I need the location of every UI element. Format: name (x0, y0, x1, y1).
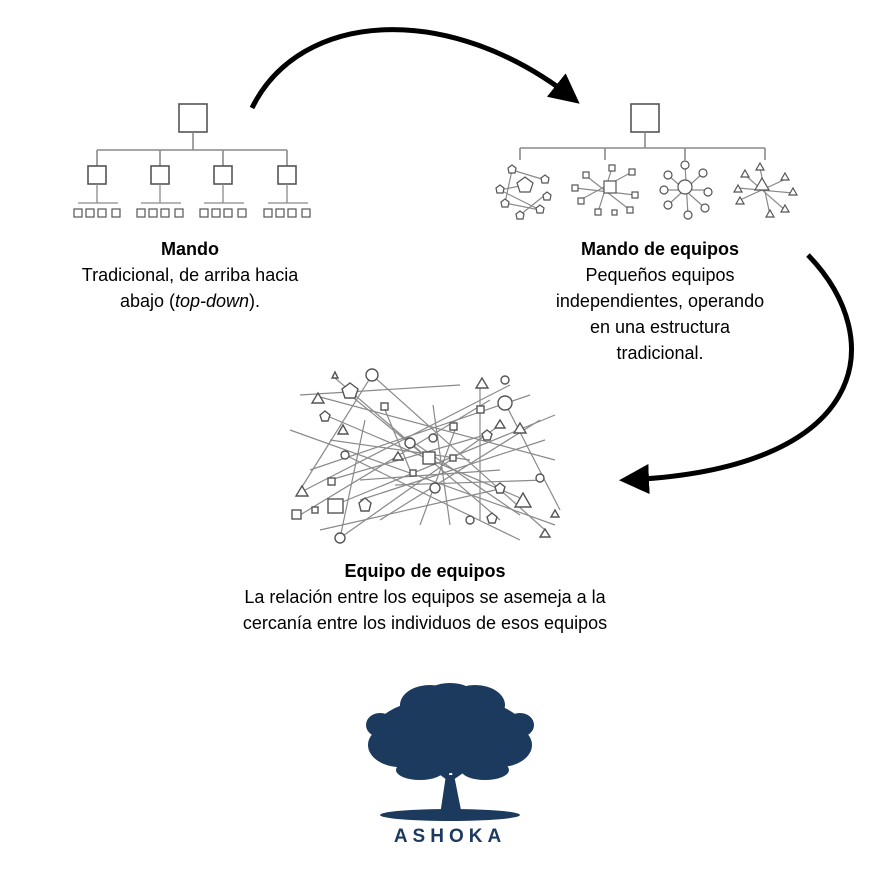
caption-line: Tradicional, de arriba hacia (81, 265, 299, 285)
caption-title: Mando de equipos (580, 239, 739, 259)
caption-line: abajo (top-down). (40, 288, 340, 314)
caption-traditional-command: Mando Tradicional, de arriba hacia abajo… (40, 236, 340, 314)
arrow-team-command-to-team-of-teams (619, 253, 854, 494)
team-of-teams-network (289, 368, 561, 544)
caption-title: Equipo de equipos (344, 561, 506, 581)
caption-line: cercanía entre los individuos de esos eq… (242, 613, 608, 633)
caption-team-of-teams: Equipo de equipos La relación entre los … (180, 558, 670, 636)
logo-wordmark: ASHOKA (393, 826, 507, 847)
caption-line-post: ). (249, 291, 261, 311)
caption-line: en una estructura (589, 317, 731, 337)
team-command-structure (495, 103, 799, 220)
caption-title: Mando (161, 239, 219, 259)
traditional-hierarchy (73, 103, 311, 218)
caption-line: La relación entre los equipos se asemeja… (244, 587, 606, 607)
arrow-command-to-team-of-teams-command (249, 27, 580, 110)
tree-icon (366, 683, 534, 821)
caption-line: tradicional. (616, 343, 704, 363)
caption-team-command: Mando de equipos Pequeños equipos indepe… (510, 236, 810, 366)
caption-emphasis: top-down (174, 291, 250, 311)
caption-line-pre: abajo ( (119, 291, 175, 311)
caption-line: Pequeños equipos (585, 265, 735, 285)
caption-line: independientes, operando (555, 291, 765, 311)
